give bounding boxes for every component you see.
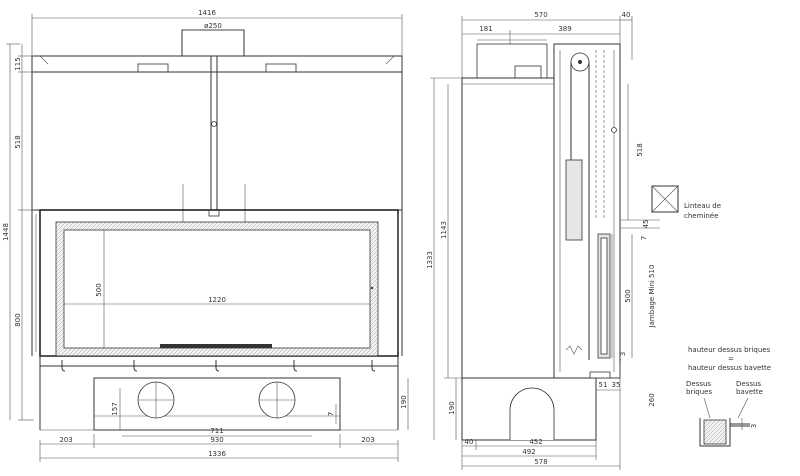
lintel-label-1: Linteau de <box>684 202 721 210</box>
front-dim-203-left: 203 <box>59 436 72 444</box>
side-dim-190: 190 <box>448 401 456 414</box>
side-dim-1333: 1333 <box>426 251 434 269</box>
front-dim-7: 7 <box>327 412 335 416</box>
side-dim-51: 51 <box>599 381 608 389</box>
side-view: 570 40 181 389 518 Li <box>426 11 721 470</box>
legend-dessus-briques-2: briques <box>686 388 712 396</box>
side-dim-3: 3 <box>619 352 627 356</box>
side-dim-jambage: Jambage Mini 510 <box>648 265 656 329</box>
front-dim-518: 518 <box>14 135 22 148</box>
front-dim-930: 930 <box>210 436 223 444</box>
front-dim-157: 157 <box>111 402 119 415</box>
front-dim-phi250: ø250 <box>204 22 222 30</box>
front-dim-190: 190 <box>400 395 408 408</box>
lintel-label-2: cheminée <box>684 212 718 220</box>
side-dim-260: 260 <box>648 393 656 406</box>
legend: hauteur dessus briques = hauteur dessus … <box>686 346 771 447</box>
front-dim-1336: 1336 <box>208 450 226 458</box>
side-dim-452: 452 <box>529 438 542 446</box>
legend-dessus-bavette-2: bavette <box>736 388 763 396</box>
side-dim-40-top: 40 <box>622 11 631 19</box>
front-dim-500: 500 <box>95 283 103 296</box>
side-dim-35: 35 <box>612 381 621 389</box>
side-dim-500: 500 <box>624 289 632 302</box>
front-dim-115: 115 <box>14 57 22 70</box>
side-dim-492: 492 <box>522 448 535 456</box>
side-dim-578: 578 <box>534 458 547 466</box>
front-view: 1416 ø250 250 115 518 1448 8 <box>2 9 409 462</box>
side-dim-45: 45 <box>642 220 650 229</box>
side-dim-1143: 1143 <box>440 221 448 239</box>
legend-line-1: hauteur dessus briques <box>688 346 771 354</box>
front-dim-800: 800 <box>14 313 22 326</box>
side-dim-7: 7 <box>640 236 648 240</box>
front-dim-203-right: 203 <box>361 436 374 444</box>
side-dim-518: 518 <box>636 143 644 156</box>
legend-dim-3: 3 <box>750 424 758 428</box>
side-dim-389: 389 <box>558 25 571 33</box>
legend-line-3: hauteur dessus bavette <box>688 364 771 372</box>
front-dim-1416: 1416 <box>198 9 216 17</box>
legend-dessus-bavette-1: Dessus <box>736 380 761 388</box>
legend-line-2: = <box>728 355 734 363</box>
side-dim-181: 181 <box>479 25 492 33</box>
side-dim-570: 570 <box>534 11 547 19</box>
side-dim-40-bottom: 40 <box>465 438 474 446</box>
front-dim-711: 711 <box>210 427 223 435</box>
front-dim-1448: 1448 <box>2 223 10 241</box>
front-dim-1220: 1220 <box>208 296 226 304</box>
legend-dessus-briques-1: Dessus <box>686 380 711 388</box>
